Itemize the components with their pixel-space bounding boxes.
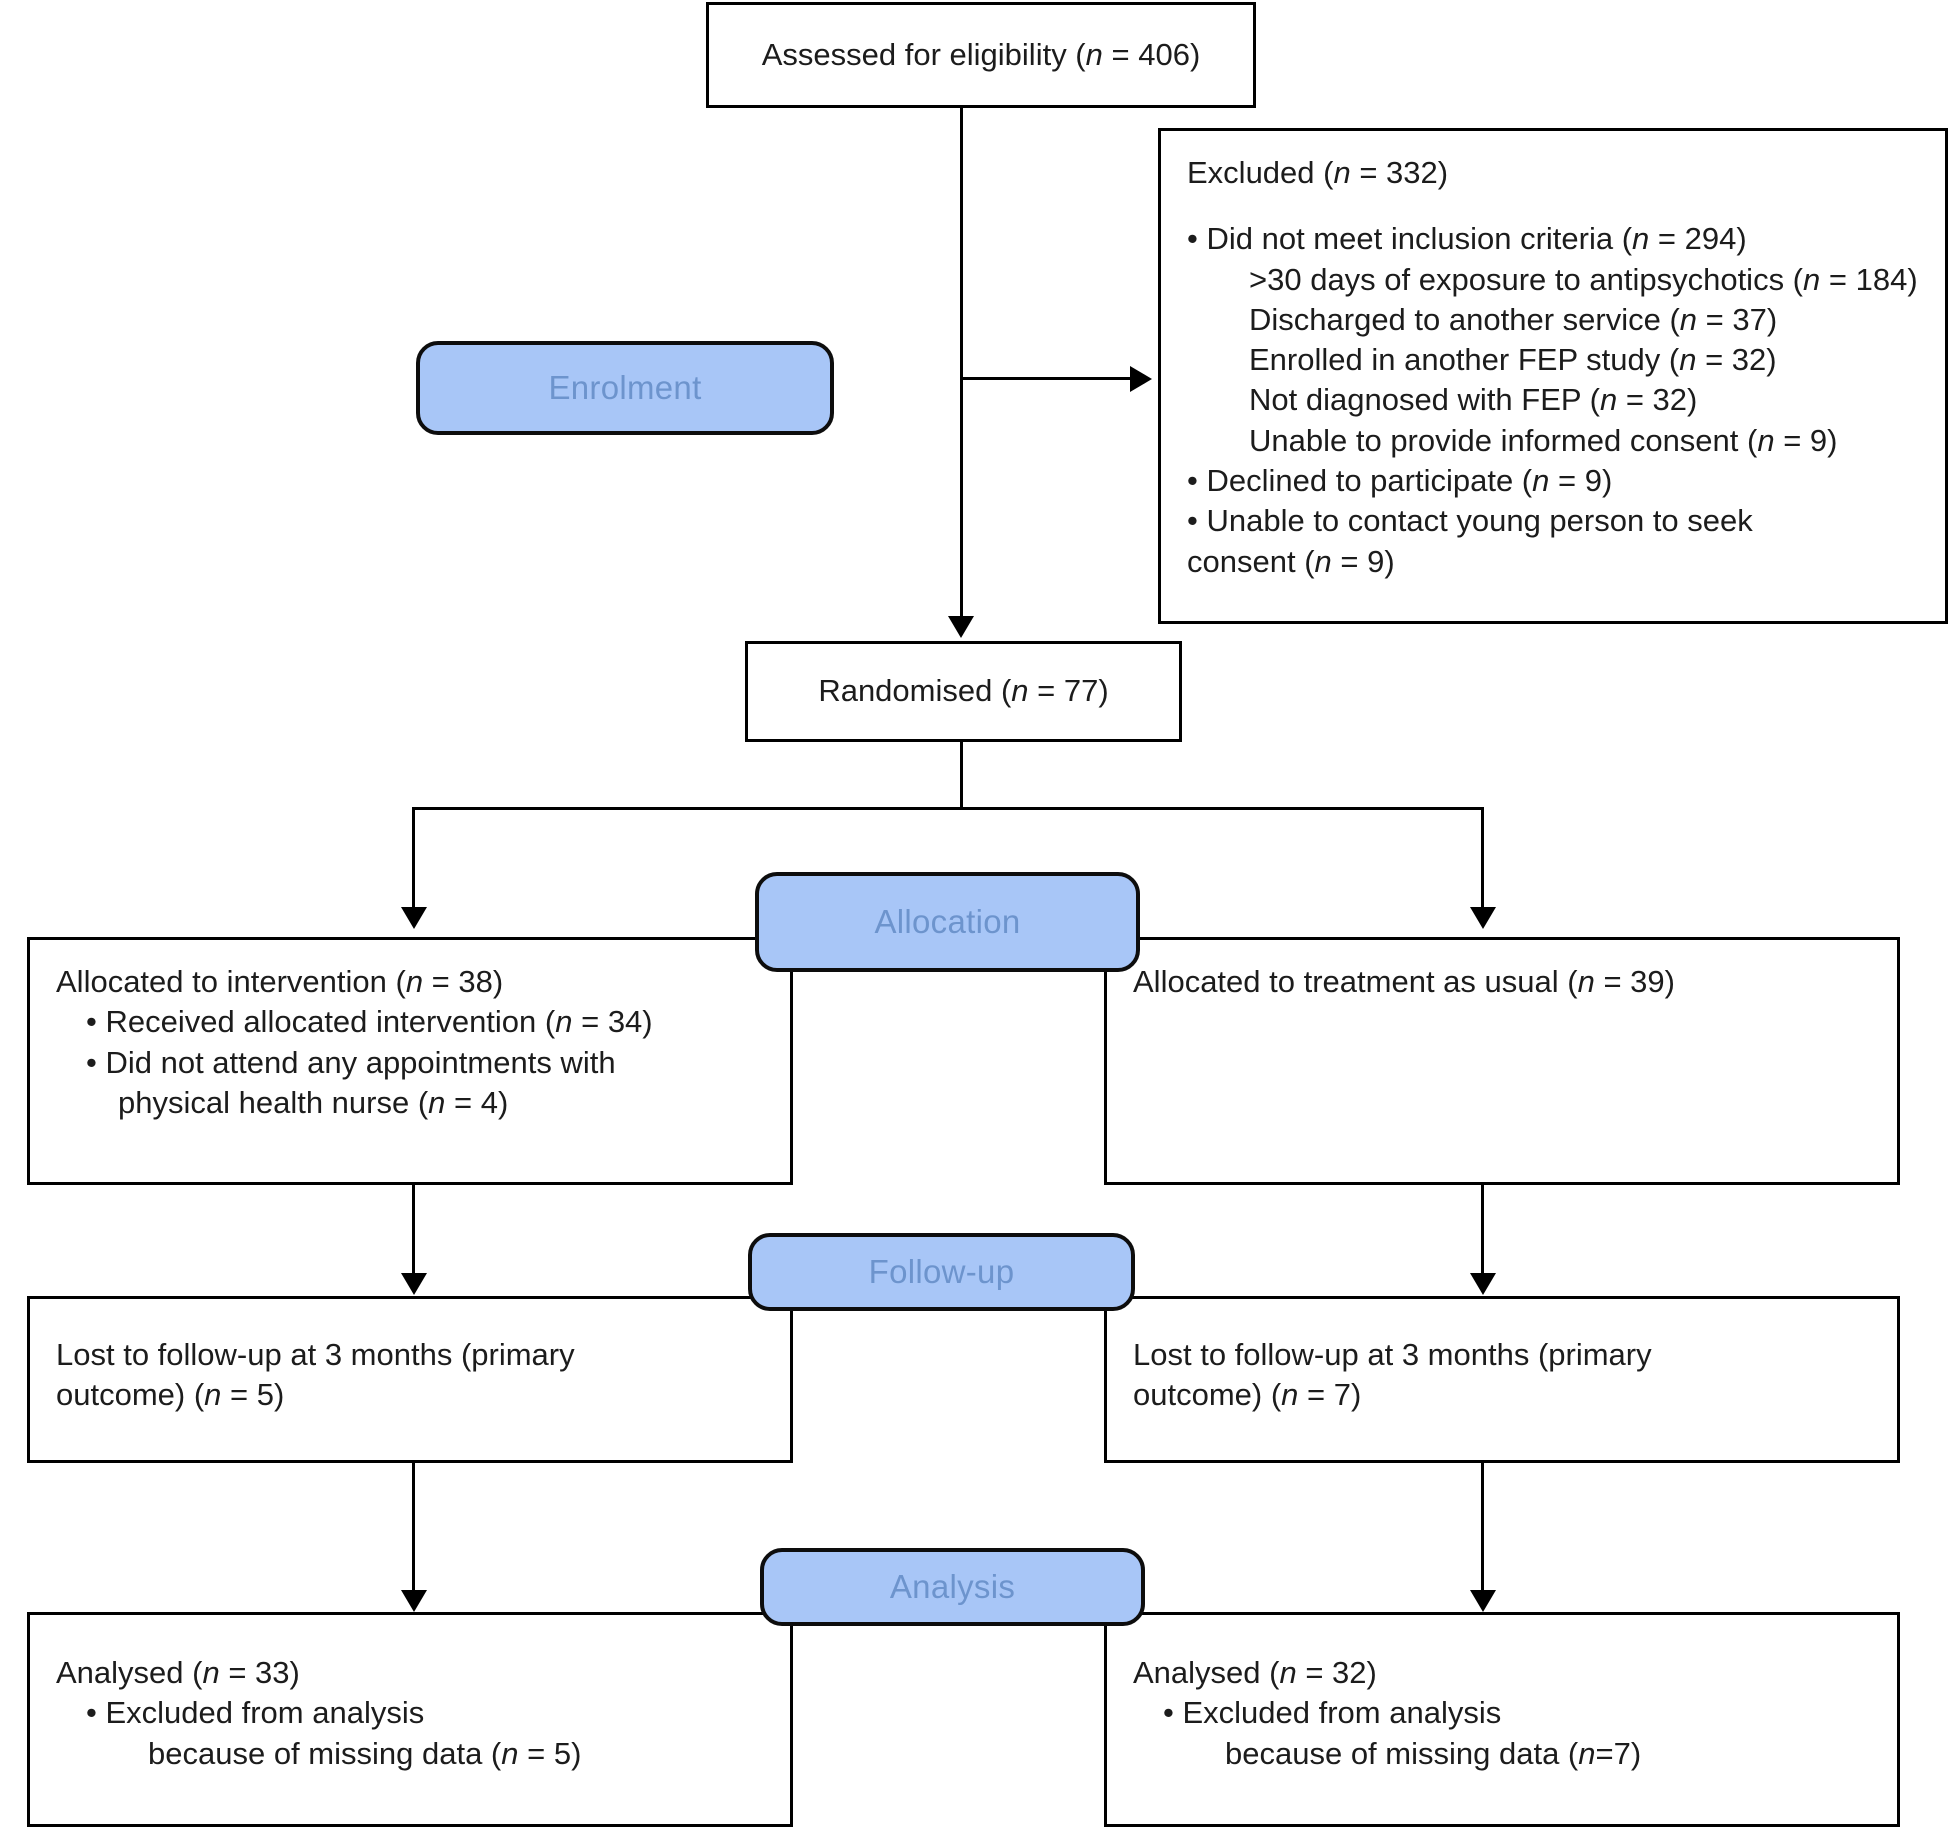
node-randomised: Randomised (n = 77)	[745, 641, 1182, 742]
analysis-right-bullet: Excluded from analysis	[1133, 1693, 1871, 1733]
analysis-left-bullet: Excluded from analysis	[56, 1693, 764, 1733]
connector-to-excluded	[960, 377, 1130, 380]
stage-label-followup: Follow-up	[868, 1253, 1015, 1290]
connector-allocation-left-drop	[412, 807, 415, 907]
assessed-text: Assessed for eligibility (	[761, 36, 1086, 72]
alloc-left-item-1-line2: physical health nurse (n = 4)	[118, 1084, 509, 1120]
arrowhead-to-randomised	[948, 616, 974, 638]
excluded-item-2: Discharged to another service (n = 37)	[1249, 301, 1778, 337]
connector-randomised-stem	[960, 742, 963, 810]
excluded-item-7-line2: consent (n = 9)	[1187, 543, 1395, 579]
alloc-right-heading: Allocated to treatment as usual (n = 39)	[1133, 964, 1675, 999]
arrowhead-followup-right	[1470, 1273, 1496, 1295]
analysis-right-heading: Analysed (n = 32)	[1133, 1655, 1377, 1690]
connector-followup-left	[412, 1185, 415, 1273]
connector-allocation-split	[412, 807, 1484, 810]
alloc-left-heading: Allocated to intervention (n = 38)	[56, 964, 504, 999]
excluded-item-4: Not diagnosed with FEP (n = 32)	[1249, 382, 1698, 418]
stage-pill-allocation: Allocation	[755, 872, 1140, 972]
arrowhead-to-excluded	[1130, 366, 1152, 392]
node-allocated-treatment-as-usual: Allocated to treatment as usual (n = 39)	[1104, 937, 1900, 1185]
node-lost-to-followup-intervention: Lost to follow-up at 3 months (primary o…	[27, 1296, 793, 1463]
followup-right-line1: Lost to follow-up at 3 months (primary	[1133, 1337, 1652, 1372]
excluded-item-3: Enrolled in another FEP study (n = 32)	[1249, 342, 1777, 378]
analysis-right-bullet-sub: because of missing data (n=7)	[1225, 1735, 1642, 1771]
connector-analysis-left	[412, 1463, 415, 1590]
followup-left-line2: outcome) (n = 5)	[56, 1377, 285, 1413]
node-lost-to-followup-tau: Lost to follow-up at 3 months (primary o…	[1104, 1296, 1900, 1463]
connector-analysis-right	[1481, 1463, 1484, 1590]
node-excluded: Excluded (n = 332) Did not meet inclusio…	[1158, 128, 1948, 624]
stage-label-enrolment: Enrolment	[548, 369, 702, 406]
stage-pill-enrolment: Enrolment	[416, 341, 834, 435]
arrowhead-allocation-left	[401, 907, 427, 929]
assessed-n-symbol: n	[1085, 36, 1103, 72]
excluded-item-6: Declined to participate (n = 9)	[1187, 461, 1919, 501]
alloc-left-item-1: Did not attend any appointments with	[56, 1043, 764, 1083]
assessed-n-value: = 406)	[1102, 36, 1201, 72]
connector-assessed-to-randomised	[960, 108, 963, 616]
analysis-left-heading: Analysed (n = 33)	[56, 1655, 300, 1690]
analysis-left-bullet-sub: because of missing data (n = 5)	[148, 1735, 582, 1771]
stage-pill-analysis: Analysis	[760, 1548, 1145, 1626]
excluded-item-5: Unable to provide informed consent (n = …	[1249, 422, 1838, 458]
excluded-item-7: Unable to contact young person to seek	[1187, 501, 1919, 541]
connector-allocation-right-drop	[1481, 807, 1484, 907]
randomised-n-value: = 77)	[1028, 673, 1109, 709]
node-assessed-for-eligibility: Assessed for eligibility (n = 406)	[706, 2, 1256, 108]
node-analysed-tau: Analysed (n = 32) Excluded from analysis…	[1104, 1612, 1900, 1827]
node-allocated-intervention: Allocated to intervention (n = 38) Recei…	[27, 937, 793, 1185]
followup-right-line2: outcome) (n = 7)	[1133, 1377, 1362, 1413]
excluded-heading: Excluded (n = 332)	[1187, 155, 1449, 190]
connector-followup-right	[1481, 1185, 1484, 1273]
excluded-item-0: Did not meet inclusion criteria (n = 294…	[1187, 219, 1919, 259]
stage-label-allocation: Allocation	[874, 903, 1021, 940]
alloc-left-item-0: Received allocated intervention (n = 34)	[56, 1002, 764, 1042]
stage-label-analysis: Analysis	[889, 1568, 1016, 1605]
excluded-item-1: >30 days of exposure to antipsychotics (…	[1249, 261, 1918, 297]
followup-left-line1: Lost to follow-up at 3 months (primary	[56, 1337, 575, 1372]
arrowhead-analysis-left	[401, 1590, 427, 1612]
stage-pill-followup: Follow-up	[748, 1233, 1135, 1311]
node-analysed-intervention: Analysed (n = 33) Excluded from analysis…	[27, 1612, 793, 1827]
arrowhead-allocation-right	[1470, 907, 1496, 929]
arrowhead-followup-left	[401, 1273, 427, 1295]
arrowhead-analysis-right	[1470, 1590, 1496, 1612]
randomised-n-symbol: n	[1011, 673, 1029, 709]
spacer	[1187, 193, 1919, 219]
randomised-text: Randomised (	[818, 673, 1012, 709]
